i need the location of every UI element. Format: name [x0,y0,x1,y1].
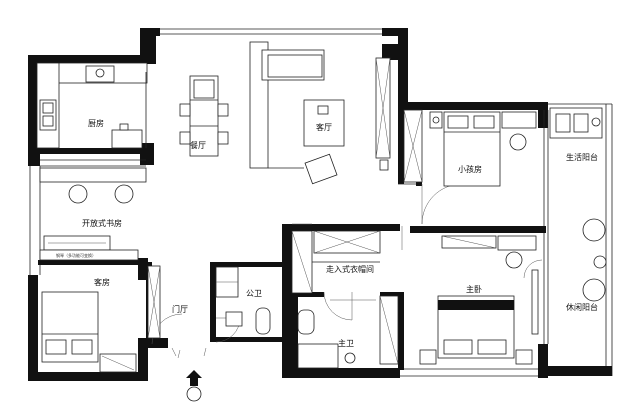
chair-icon [217,103,229,117]
label-public-bath: 公卫 [246,289,262,298]
label-kitchen: 厨房 [88,118,104,128]
nightstand [429,111,443,129]
chair-icon [68,184,88,204]
label-walk-in-closet: 走入式衣帽间 [326,264,374,274]
exterior-walls [28,28,613,381]
toilet-icon [297,309,315,335]
label-study-wardrobe: 钢琴（多功能可变换） [56,252,96,258]
chair-icon [509,133,527,151]
life-balcony-fixtures [549,107,603,139]
label-study: 开放式书房 [82,218,122,228]
leisure-balcony-furniture [582,218,607,302]
living-furniture [249,41,391,185]
side-table [593,255,607,269]
master-bath-fixtures [297,299,376,369]
chair-icon [505,251,523,269]
interior-walls [37,108,546,370]
vanity-icon [297,343,339,369]
label-master-bedroom: 主卧 [466,284,482,294]
dining-table [179,75,229,157]
toilet-icon [255,307,271,335]
walk-in-closet-fixtures [291,230,399,365]
washing-machine-icon [555,113,571,133]
basin-icon [344,352,356,364]
kids-bed [443,111,501,187]
kitchen-fixtures [36,62,148,149]
chair-icon [179,131,191,145]
study-desk [39,167,147,183]
guest-room-furniture [41,265,161,373]
lounge-chair-icon [582,218,606,242]
label-dining: 餐厅 [190,141,206,150]
stove-icon [85,65,115,83]
basin-icon [225,311,243,327]
fridge-icon [111,129,143,149]
label-foyer: 门厅 [172,304,188,314]
desk [501,111,537,129]
nightstand [515,349,533,365]
label-guest-room: 客房 [94,277,110,287]
master-bedroom-furniture [419,235,539,365]
nightstand [419,349,437,365]
lounge-chair-icon [582,278,606,302]
label-life-balcony: 生活阳台 [566,152,598,162]
armchair-icon [304,153,338,185]
label-master-bath: 主卫 [338,338,354,348]
study-furniture [39,167,147,261]
chair-icon [217,131,229,145]
chair-icon [179,103,191,117]
coffee-table [303,99,345,147]
guest-bed [41,291,99,363]
sink-icon [39,99,57,131]
room-labels: 厨房 餐厅 客厅 小孩房 生活阳台 开放式书房 钢琴（多功能可变换） 客房 门厅… [56,118,598,348]
label-kids-room: 小孩房 [458,164,482,174]
label-living: 客厅 [316,122,332,132]
public-bath-fixtures [215,266,271,335]
kids-room-furniture [403,109,537,187]
label-leisure-balcony: 休闲阳台 [566,302,598,312]
chair-icon [114,184,134,204]
entry-arrow-icon [171,347,207,402]
